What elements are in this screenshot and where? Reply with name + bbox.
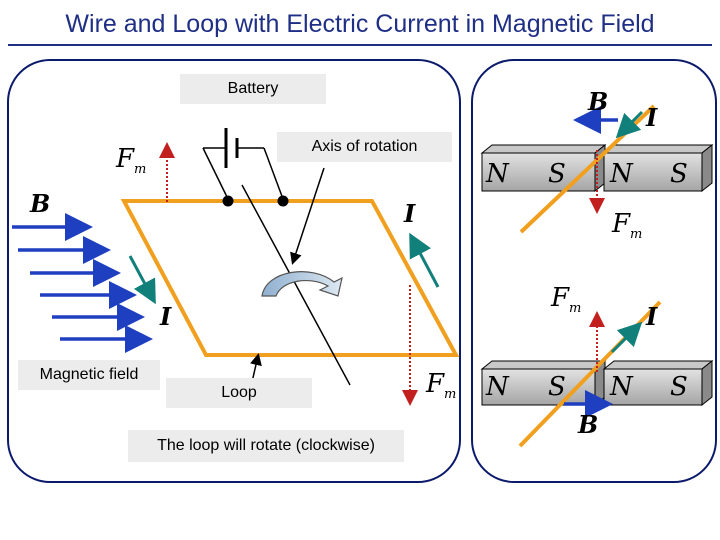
magnet-south-top-2: S [670,159,688,189]
magnet-south-bottom-2: S [670,372,688,402]
magnetic-field-label: Magnetic field [18,360,160,390]
battery-label: Battery [180,74,326,104]
current-loop [120,199,460,357]
rotation-note-label: The loop will rotate (clockwise) [128,430,404,462]
magnet-north-top-2: N [609,159,634,189]
magnet-south-bottom-1: S [548,372,566,402]
current-arrow-right-side [409,232,440,288]
loop-label-pointer [250,353,262,383]
current-arrow-left-side [128,255,156,305]
field-label-bottom-right: B [577,410,598,439]
current-arrow-top-right [615,110,644,139]
magnetic-field-arrows [12,213,153,353]
field-label-top-right: B [587,87,608,116]
current-label-bottom-right: I [645,302,658,331]
left-panel [7,59,461,483]
loop-label: Loop [166,378,312,408]
current-label-top-right: I [645,103,658,132]
rotation-arrow-icon [261,271,343,297]
title-underline [8,44,712,46]
current-arrow-bottom-right [610,321,643,354]
magnet-north-top-1: N [485,159,510,189]
magnet-pair-top [480,143,714,193]
page-title: Wire and Loop with Electric Current in M… [65,10,655,38]
battery-terminal-left [222,195,234,207]
battery-symbol [202,128,284,200]
axis-label-pointer [290,167,325,265]
magnet-north-bottom-1: N [485,372,510,402]
current-label-left: I [159,302,172,331]
axis-of-rotation-label: Axis of rotation [277,132,452,162]
battery-terminal-right [277,195,289,207]
force-label-top-left: Fm [115,144,146,177]
force-label-bottom-right: Fm [550,283,581,316]
rotation-axis [241,184,351,386]
current-label-right: I [403,199,416,228]
force-label-bottom-left: Fm [425,369,456,402]
right-panel [471,59,717,483]
magnet-south-top-1: S [548,159,566,189]
field-label-left: B [29,189,50,218]
force-label-top-right: Fm [611,209,642,242]
magnet-north-bottom-2: N [609,372,634,402]
